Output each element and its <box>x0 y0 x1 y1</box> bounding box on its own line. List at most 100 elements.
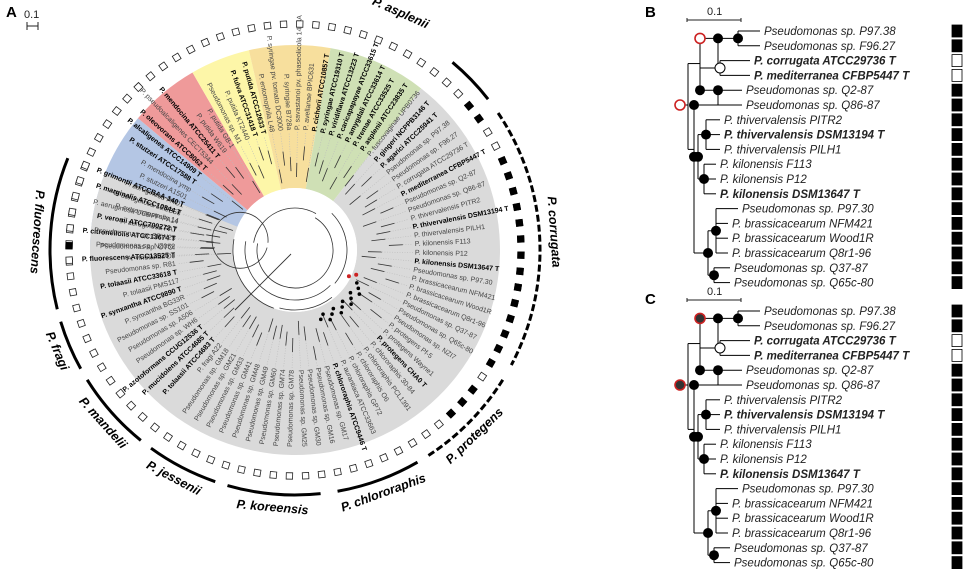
leader-line <box>213 164 233 185</box>
presence-box <box>66 223 75 232</box>
clade-sector-syringae <box>305 48 422 202</box>
presence-box <box>206 455 216 465</box>
panel-b-letter: B <box>645 4 656 21</box>
tree-node <box>689 151 699 162</box>
group-arc <box>451 61 490 101</box>
presence-box-filled <box>951 142 963 156</box>
presence-box <box>115 388 126 399</box>
group-label: P. asplenii <box>370 0 431 32</box>
leader-line <box>255 138 260 148</box>
subtree-tip-label: P. brassicacearum Wood1R <box>732 233 874 245</box>
group-label: P. fragi <box>43 329 72 372</box>
tip-branch <box>240 307 251 319</box>
tip-branch <box>343 166 352 179</box>
leader-line <box>209 317 225 332</box>
presence-box-filled <box>951 363 963 377</box>
presence-box-filled <box>951 98 963 112</box>
tree-node <box>733 33 743 44</box>
leader-line <box>368 285 402 302</box>
subtree-tip-label: Pseudomonas sp. F96.27 <box>764 41 896 53</box>
presence-box <box>105 375 116 386</box>
subtree-tip-label: P. kilonensis P12 <box>720 454 807 466</box>
presence-box <box>126 400 137 411</box>
tip-branch <box>318 160 324 174</box>
presence-box <box>951 334 963 348</box>
tip-branch <box>305 168 309 182</box>
subtree-tip-label: P. brassicacearum NFM421 <box>732 218 873 230</box>
presence-box <box>215 32 225 42</box>
tip-branch <box>368 292 381 300</box>
leader-line <box>243 337 253 357</box>
leader-line <box>182 213 199 220</box>
group-arc <box>48 157 70 310</box>
presence-box <box>333 467 342 477</box>
presence-box <box>72 303 81 313</box>
presence-box <box>149 422 161 433</box>
presence-box-filled <box>485 358 496 368</box>
tip-branch <box>252 324 259 338</box>
leader-line <box>185 206 206 215</box>
presence-box-filled <box>473 113 484 124</box>
tip-branch <box>224 316 235 328</box>
tip-label: P. kilonensis F113 <box>415 238 471 248</box>
tip-branch <box>380 207 394 214</box>
tree-node-red <box>354 272 359 277</box>
tip-branch <box>370 309 382 319</box>
tip-branch <box>279 324 283 339</box>
tree-node <box>348 290 353 295</box>
tip-branch <box>217 252 232 255</box>
tip-branch <box>222 184 234 195</box>
tip-branch <box>344 174 354 187</box>
presence-box <box>490 141 501 151</box>
tip-branch <box>242 315 251 328</box>
presence-box-filled <box>510 298 520 308</box>
tree-node <box>703 248 713 258</box>
subtree-tip-label: P. brassicacearum Q8r1-96 <box>732 528 872 540</box>
presence-box-filled <box>500 329 510 339</box>
subtree-tip-label: P. thivervalensis PITR2 <box>724 115 843 127</box>
tip-branch <box>206 275 221 281</box>
leader-line <box>207 170 224 186</box>
leader-line <box>381 251 413 253</box>
presence-box <box>482 127 493 138</box>
presence-box <box>247 23 256 33</box>
leader-line <box>380 299 398 310</box>
leader-line <box>225 153 236 168</box>
tip-branch <box>206 214 221 221</box>
group-arc <box>427 379 505 457</box>
tip-branch <box>218 295 230 305</box>
presence-box-filled <box>951 276 963 290</box>
tip-branch <box>201 291 215 299</box>
leader-line <box>178 230 191 234</box>
tree-node-red <box>694 32 706 45</box>
leader-line <box>308 133 315 169</box>
tip-branch <box>231 184 242 195</box>
presence-box <box>221 460 231 470</box>
presence-box-filled <box>508 186 518 196</box>
tip-branch <box>219 288 232 296</box>
presence-box <box>477 371 488 382</box>
subtree-tip-label: Pseudomonas sp. P97.30 <box>742 204 874 216</box>
leader-line <box>183 279 208 289</box>
leader-line <box>336 147 355 178</box>
presence-box-filled <box>497 156 508 166</box>
presence-box <box>68 288 78 297</box>
presence-box <box>358 30 368 40</box>
tip-branch <box>345 183 356 195</box>
presence-box-filled <box>512 202 522 212</box>
presence-box <box>133 81 144 93</box>
subtree-tip-label: Pseudomonas sp. Q37-87 <box>734 543 868 555</box>
leader-line <box>375 257 413 262</box>
presence-box <box>89 348 99 358</box>
presence-box <box>122 93 133 104</box>
subtree-tip-label: P. corrugata ATCC29736 T <box>754 56 897 68</box>
leader-line <box>374 195 400 209</box>
subtree-tip-label: P. kilonensis DSM13647 T <box>720 469 861 481</box>
tip-branch <box>219 225 234 231</box>
leader-line <box>228 326 244 348</box>
tip-label: P. syringae B728a <box>282 74 292 131</box>
presence-box <box>951 348 963 362</box>
tree-arc <box>232 239 274 309</box>
